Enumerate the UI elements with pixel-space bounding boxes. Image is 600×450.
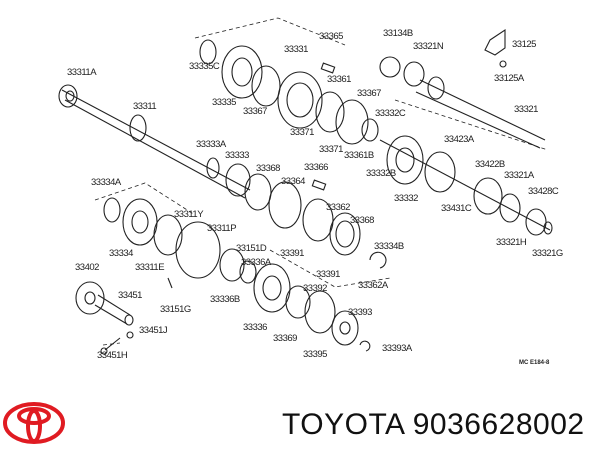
part-label: 33431C: [441, 203, 472, 214]
part-label: 33367: [357, 88, 381, 99]
part-label: 33362A: [358, 280, 388, 291]
part-label: 33371: [319, 144, 343, 155]
group-outlines: [94, 17, 549, 346]
part-label: 33151D: [236, 243, 267, 254]
part-label: 33366: [304, 162, 328, 173]
part-label: 33321A: [504, 170, 534, 181]
upper-gear-cluster: [199, 39, 379, 145]
part-label: 33402: [75, 262, 99, 273]
part-label: 33428C: [528, 186, 559, 197]
part-label: 33311E: [135, 262, 165, 273]
part-label: 33335C: [189, 61, 220, 72]
part-label: 33369: [273, 333, 297, 344]
part-label: 33364: [281, 176, 305, 187]
drawing-code: MC E184-8: [519, 360, 550, 366]
part-label: 33423A: [444, 134, 474, 145]
part-label: 33371: [290, 127, 314, 138]
part-label: 33333A: [196, 139, 226, 150]
part-label: 33392: [303, 283, 327, 294]
part-label: 33125: [512, 39, 536, 50]
part-label: 33451J: [139, 325, 168, 336]
part-label: 33311P: [207, 223, 237, 234]
part-label: 33311Y: [174, 209, 204, 220]
part-label: 33336B: [210, 294, 240, 305]
part-label: 33125A: [494, 73, 524, 84]
part-label: 33311: [133, 101, 157, 112]
part-label: 33451: [118, 290, 142, 301]
part-label: 33395: [303, 349, 327, 360]
part-label: 33393A: [382, 343, 412, 354]
part-label: 33336A: [241, 257, 271, 268]
part-label: 33321N: [413, 41, 444, 52]
part-label: 33151G: [160, 304, 191, 315]
part-label: 33391: [280, 248, 304, 259]
part-label: 33335: [212, 97, 236, 108]
part-label: 33361B: [344, 150, 374, 161]
transmission-gear-exploded-diagram: [58, 17, 553, 355]
part-label: 33334B: [374, 241, 404, 252]
part-label: 33393: [348, 307, 372, 318]
part-label: 33391: [316, 269, 340, 280]
part-label: 33368: [350, 215, 374, 226]
part-label: 33311A: [67, 67, 97, 78]
part-label: 33361: [327, 74, 351, 85]
synchronizer-assembly: [244, 173, 387, 269]
part-label: 33451H: [97, 350, 128, 361]
part-label: 33134B: [383, 28, 413, 39]
part-label: 33332C: [375, 108, 406, 119]
part-label: 33334A: [91, 177, 121, 188]
brand-part-number: TOYOTA 9036628002: [282, 408, 585, 441]
output-gear-train: [379, 135, 553, 236]
part-label: 33332: [394, 193, 418, 204]
countershaft: [379, 28, 546, 149]
toyota-logo: [3, 402, 65, 444]
part-label: 33362: [326, 202, 350, 213]
part-label: 33422B: [475, 159, 505, 170]
part-label: 33367: [243, 106, 267, 117]
lower-gear-cluster: [103, 197, 371, 352]
input-shaft: [58, 84, 251, 199]
part-label: 33321H: [496, 237, 527, 248]
part-label: 33333: [225, 150, 249, 161]
part-label: 33332B: [366, 168, 396, 179]
part-label: 33334: [109, 248, 133, 259]
part-label: 33336: [243, 322, 267, 333]
part-label: 33331: [284, 44, 308, 55]
reverse-idler: [75, 277, 173, 355]
part-label: 33365: [319, 31, 343, 42]
part-label: 33321G: [532, 248, 563, 259]
part-label: 33368: [256, 163, 280, 174]
part-label: 33321: [514, 104, 538, 115]
